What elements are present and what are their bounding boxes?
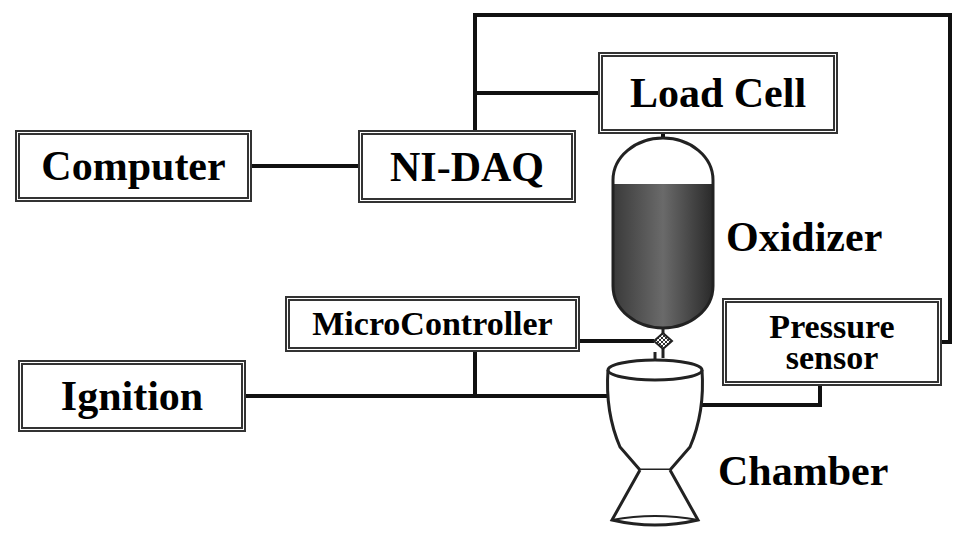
node-label: NI-DAQ (390, 146, 544, 188)
node-label: Load Cell (630, 72, 806, 114)
combustion-chamber (600, 352, 710, 530)
computer-box: Computer (15, 130, 252, 202)
controller-box: MicroController (285, 296, 580, 352)
sensor-box: Pressure sensor (722, 298, 942, 386)
node-label: Computer (41, 145, 225, 187)
wire-connector (701, 386, 820, 405)
oxidizer-tank (608, 136, 718, 358)
node-label: Ignition (61, 375, 203, 417)
wire-connector (475, 352, 609, 396)
chamber-node: Chamber (600, 352, 900, 530)
wire-connector (252, 164, 358, 168)
node-label: Pressure sensor (735, 311, 929, 374)
node-label: Oxidizer (726, 216, 882, 258)
node-label: MicroController (312, 307, 552, 341)
ignition-box: Ignition (18, 360, 246, 432)
node-label: Chamber (718, 450, 888, 492)
sensor-box: Load Cell (598, 52, 838, 134)
wire-connector (475, 93, 598, 130)
daq-box: NI-DAQ (358, 130, 576, 203)
wire-connector (580, 339, 654, 343)
